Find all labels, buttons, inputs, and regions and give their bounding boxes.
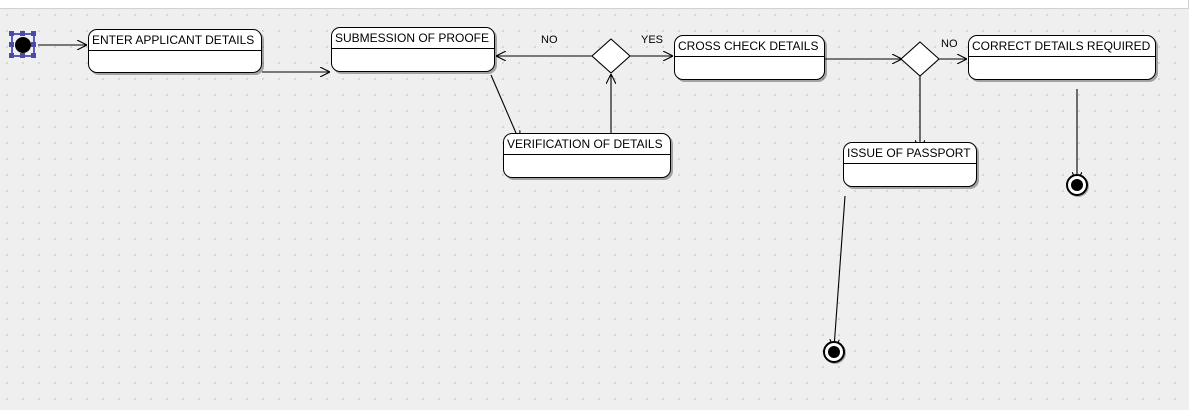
activity-node-verification-of-details[interactable]: VERIFICATION OF DETAILS — [503, 133, 671, 178]
resize-handle-n[interactable] — [20, 31, 25, 36]
activity-label-verification-of-details: VERIFICATION OF DETAILS — [504, 134, 670, 155]
initial-node-dot — [15, 37, 31, 53]
resize-handle-nw[interactable] — [9, 31, 14, 36]
resize-handle-se[interactable] — [31, 53, 36, 58]
activity-node-enter-applicant-details[interactable]: ENTER APPLICANT DETAILS — [88, 29, 262, 73]
activity-label-correct-details-required: CORRECT DETAILS REQUIRED — [969, 36, 1155, 57]
edge-submession-to-verification[interactable] — [490, 74, 519, 140]
connectors-layer — [38, 38, 1189, 410]
activity-label-issue-of-passport: ISSUE OF PASSPORT — [844, 143, 976, 164]
decision-diamond-1[interactable] — [591, 38, 631, 74]
activity-body — [504, 155, 670, 198]
canvas-top-edge — [0, 0, 1197, 9]
edge-label-no-decision-2: NO — [941, 38, 958, 50]
initial-node[interactable] — [9, 31, 37, 59]
decision-diamond-2[interactable] — [900, 41, 940, 77]
resize-handle-s[interactable] — [20, 53, 25, 58]
activity-body — [89, 51, 261, 93]
resize-handle-sw[interactable] — [9, 53, 14, 58]
resize-handle-ne[interactable] — [31, 31, 36, 36]
edge-issue-of-passport-to-end[interactable] — [834, 195, 846, 348]
activity-node-submession-of-proofe[interactable]: SUBMESSION OF PROOFE — [331, 27, 495, 72]
edge-label-no-decision-1: NO — [541, 34, 558, 46]
activity-body — [675, 57, 824, 100]
diagram-canvas[interactable]: ENTER APPLICANT DETAILS SUBMESSION OF PR… — [0, 9, 1189, 410]
edge-label-yes-decision-1: YES — [641, 34, 664, 46]
final-node-passport-issued[interactable] — [823, 341, 845, 363]
activity-label-cross-check-details: CROSS CHECK DETAILS — [675, 36, 824, 57]
activity-body — [844, 164, 976, 207]
final-node-inner-dot — [828, 346, 840, 358]
activity-body — [969, 57, 1155, 100]
activity-node-correct-details-required[interactable]: CORRECT DETAILS REQUIRED — [968, 35, 1156, 80]
resize-handle-w[interactable] — [9, 42, 14, 47]
activity-body — [332, 49, 494, 92]
activity-label-enter-applicant-details: ENTER APPLICANT DETAILS — [89, 30, 261, 51]
final-node-inner-dot — [1071, 179, 1083, 191]
final-node-correction-required[interactable] — [1066, 174, 1088, 196]
resize-handle-e[interactable] — [31, 42, 36, 47]
activity-label-submession-of-proofe: SUBMESSION OF PROOFE — [332, 28, 494, 49]
activity-node-issue-of-passport[interactable]: ISSUE OF PASSPORT — [843, 142, 977, 187]
activity-node-cross-check-details[interactable]: CROSS CHECK DETAILS — [674, 35, 825, 80]
canvas-right-edge — [1188, 0, 1197, 410]
